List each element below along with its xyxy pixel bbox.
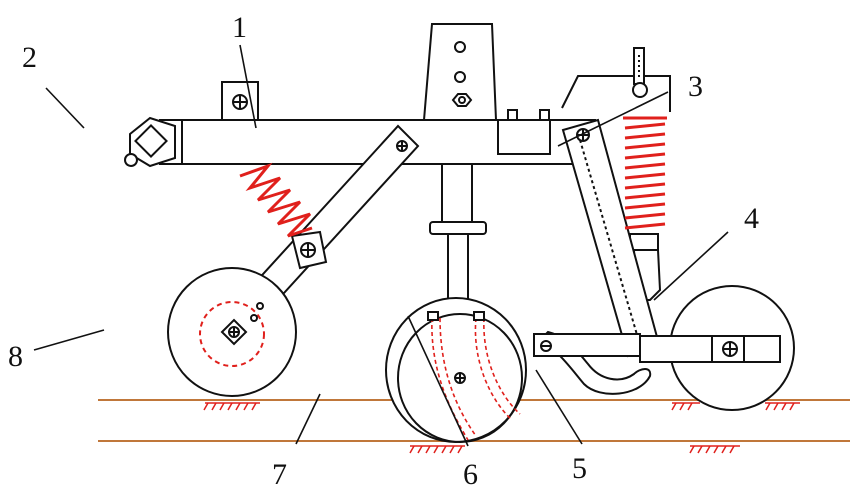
callout-2: 2 (22, 41, 37, 74)
mast-tower (422, 23, 498, 121)
leader-1 (239, 44, 257, 129)
rod-pin (632, 82, 648, 98)
callout-7: 7 (272, 458, 287, 491)
front-spring (239, 162, 313, 238)
disc-opener (385, 297, 527, 443)
disc-inner (397, 313, 523, 443)
ground-hatching (203, 402, 800, 454)
lower-link (533, 333, 781, 363)
callout-4: 4 (744, 202, 759, 235)
rear-spring (623, 116, 667, 230)
beam-end-block (497, 119, 551, 155)
callout-5: 5 (572, 452, 587, 485)
front-wheel-hub-dashed (199, 301, 265, 367)
leader-6 (407, 315, 469, 447)
top-mount-plate (221, 81, 259, 121)
leader-7 (295, 393, 321, 445)
callout-8: 8 (8, 340, 23, 373)
leader-3 (557, 91, 669, 147)
callout-labels: 1 2 3 4 5 6 7 8 (8, 11, 759, 491)
callout-1: 1 (232, 11, 247, 44)
leader-4 (653, 231, 729, 301)
leader-2 (45, 87, 85, 129)
central-shank (429, 163, 487, 317)
hatch-furrow (689, 445, 740, 454)
callout-6: 6 (463, 458, 478, 491)
leader-lines (33, 44, 729, 447)
hitch-assembly (124, 116, 183, 168)
shank-collar (429, 221, 487, 235)
hitch-pin-block (134, 124, 168, 158)
rear-bracket-plate (561, 75, 671, 112)
hatch-front-wheel (203, 402, 260, 411)
front-wheel (167, 267, 297, 397)
hitch-pin (124, 153, 138, 167)
lower-link-rear (639, 335, 781, 363)
callout-3: 3 (688, 70, 703, 103)
leader-8 (33, 329, 105, 351)
hatch-rear-wheel (671, 402, 800, 411)
spring-seat (629, 233, 659, 251)
shank-upper (441, 163, 473, 223)
hatch-disc-opener (409, 445, 465, 454)
leader-5 (535, 369, 583, 445)
